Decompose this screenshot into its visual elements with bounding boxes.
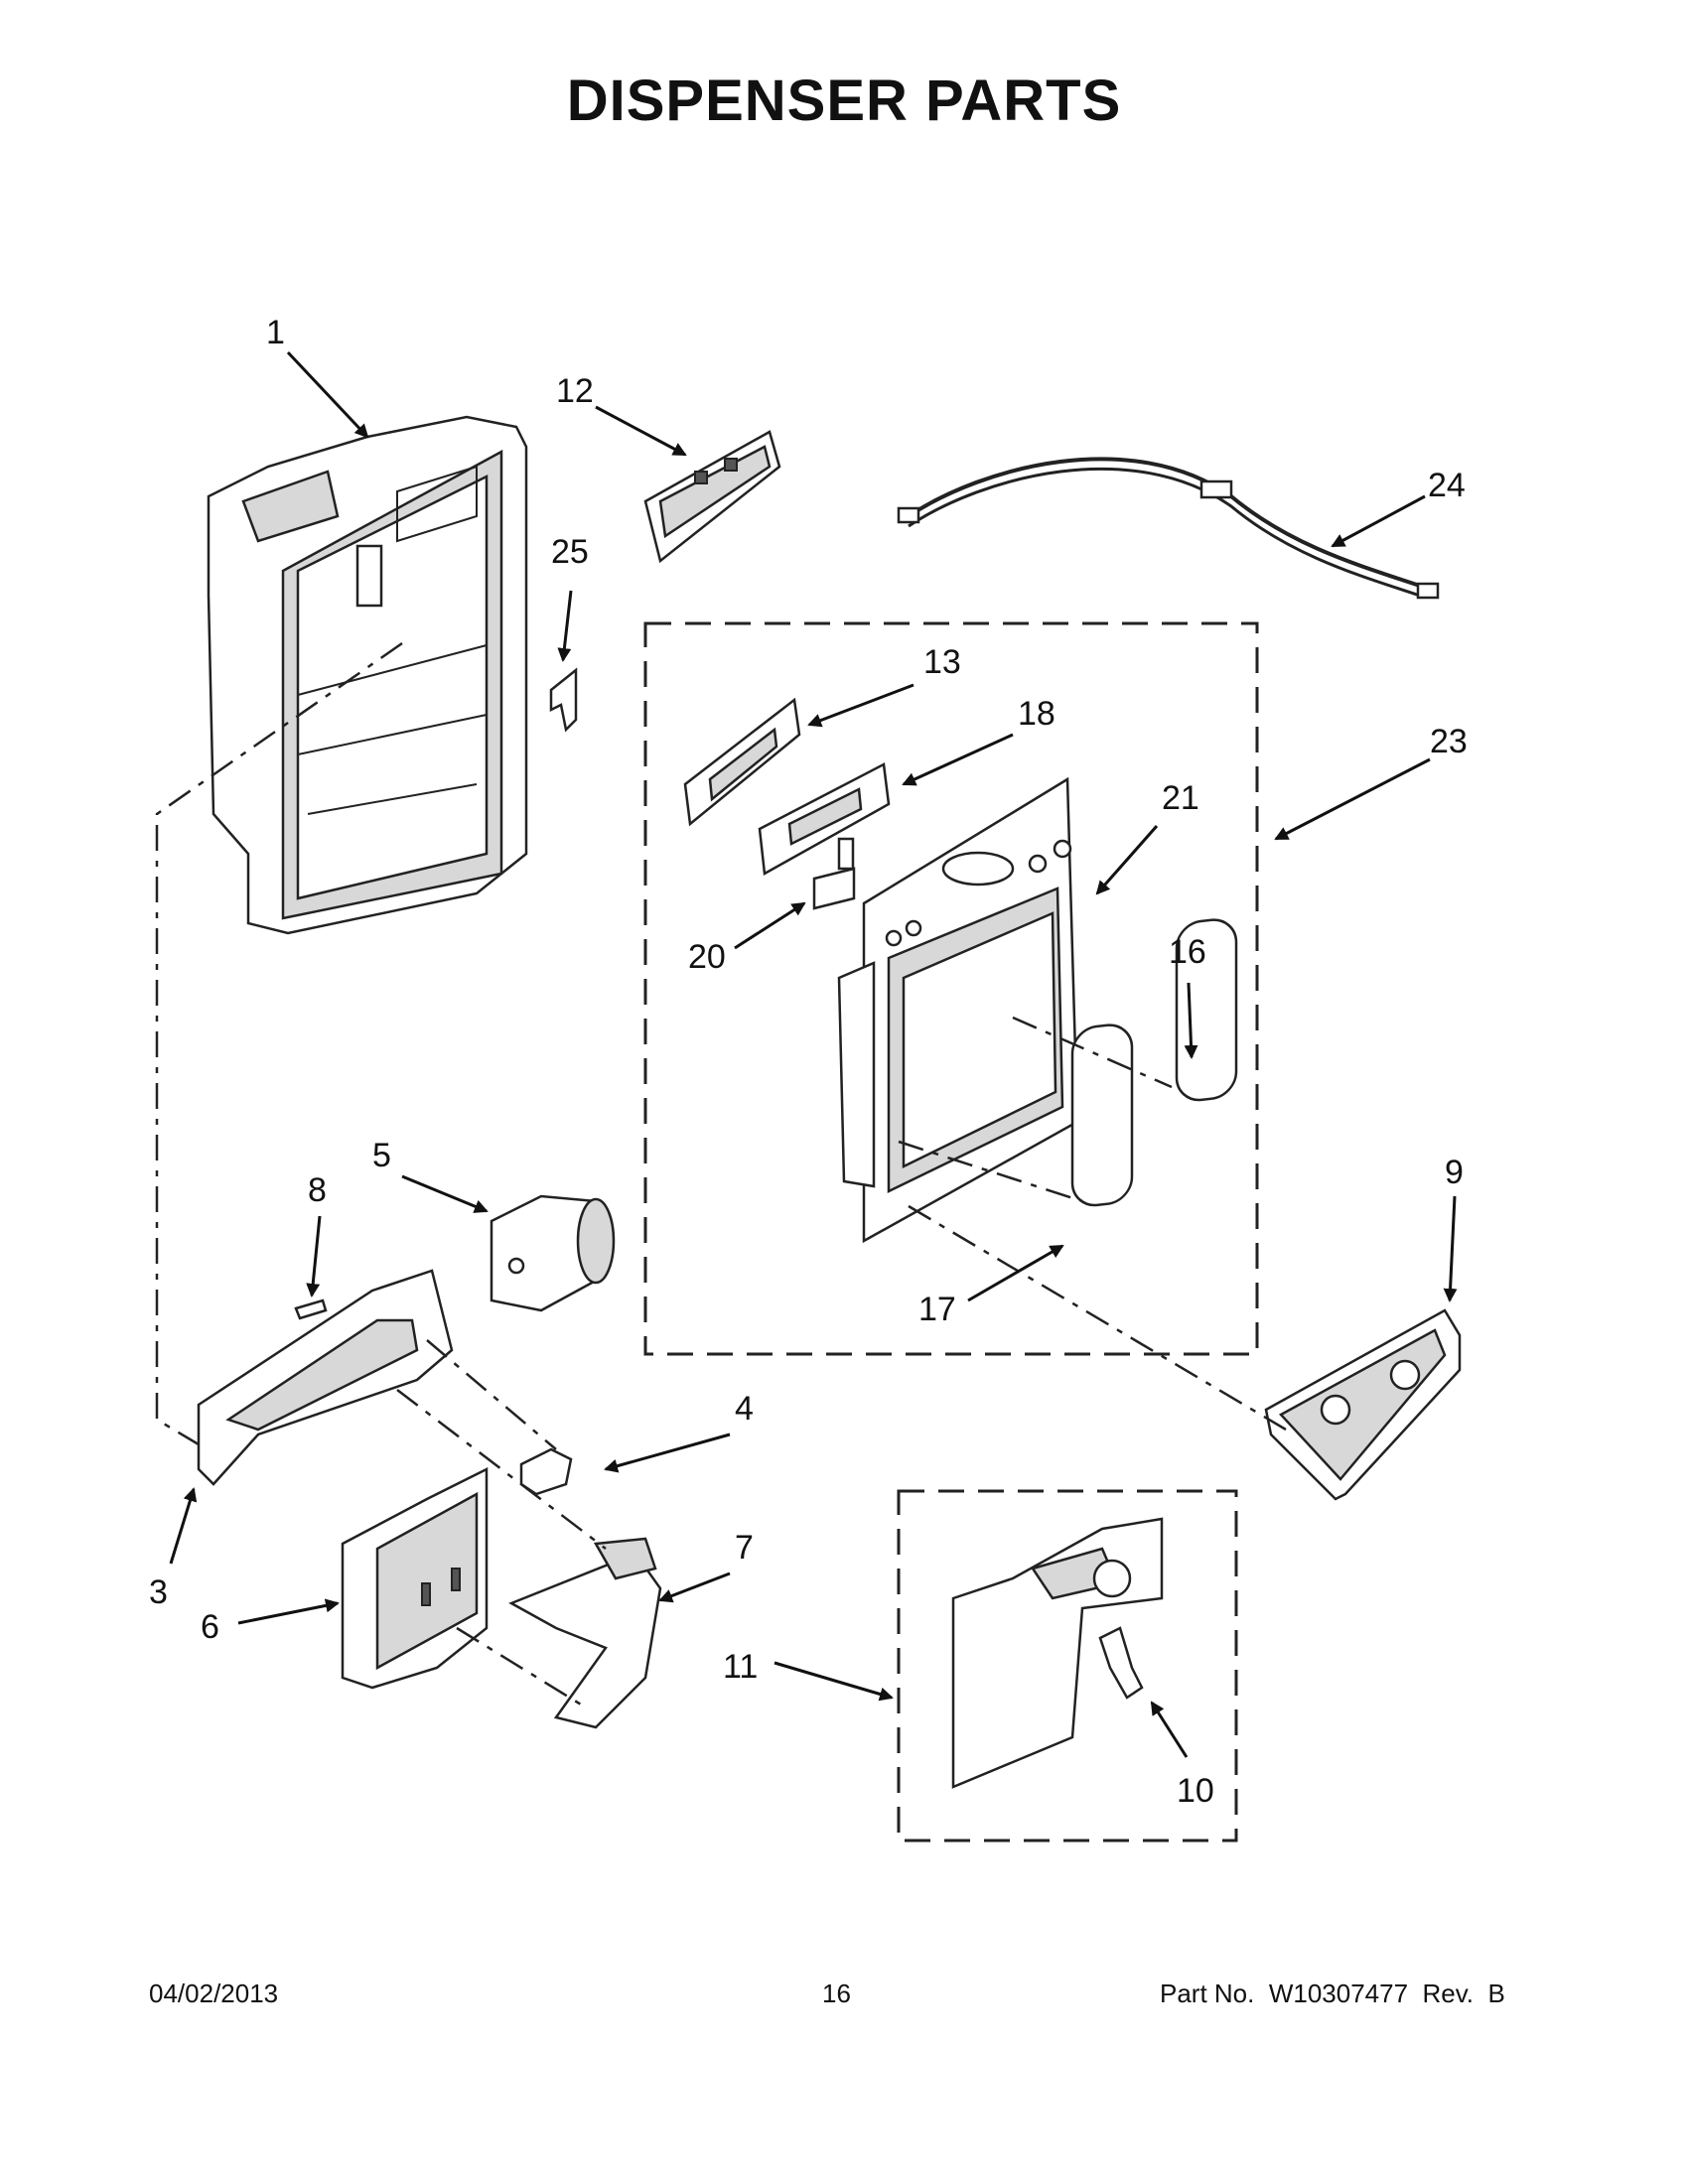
part-6-actuator-paddle [341, 1466, 489, 1690]
callout-1: 1 [266, 314, 285, 351]
part-24-wire-harness [897, 457, 1440, 600]
callout-23: 23 [1430, 723, 1468, 760]
footer-date: 04/02/2013 [149, 1979, 279, 2008]
alignment-line-frame-to-tray [908, 1204, 1287, 1432]
part-25-bracket [549, 667, 578, 733]
callout-9: 9 [1445, 1154, 1464, 1191]
part-10-fitting [1098, 1626, 1144, 1700]
part-13-bracket-plate [683, 697, 801, 827]
callout-5: 5 [372, 1137, 391, 1174]
funnel-assembly-group-box [897, 1489, 1238, 1843]
alignment-line-frame-to-pad-17 [898, 1140, 1083, 1203]
part-4-cam [519, 1447, 573, 1496]
callout-16: 16 [1169, 933, 1206, 971]
callout-24: 24 [1428, 467, 1466, 504]
callout-17: 17 [918, 1291, 956, 1328]
callout-11: 11 [723, 1648, 758, 1686]
callout-10: 10 [1177, 1772, 1214, 1810]
callout-25: 25 [551, 533, 589, 571]
page-title: DISPENSER PARTS [566, 68, 1122, 133]
callout-13: 13 [923, 643, 961, 681]
part-17-pad [1070, 1024, 1134, 1207]
part-11-funnel [951, 1517, 1164, 1789]
callout-leaders [169, 350, 1458, 1758]
part-12-control-board [643, 430, 781, 564]
footer-page-number: 16 [822, 1979, 851, 2008]
part-3-actuator-bracket [197, 1269, 454, 1486]
alignment-line-frame-to-pad-16 [1012, 1016, 1173, 1089]
part-5-motor [490, 1194, 616, 1312]
callout-20: 20 [688, 938, 726, 976]
callout-4: 4 [735, 1390, 754, 1428]
callout-7: 7 [735, 1529, 754, 1567]
part-1-dispenser-housing [207, 415, 528, 935]
alignment-line-paddle-to-lever [456, 1626, 587, 1709]
control-assembly-group-box [643, 621, 1259, 1356]
callout-21: 21 [1162, 779, 1199, 817]
footer-part-number: Part No. W10307477 Rev. B [1160, 1979, 1505, 2008]
callout-12: 12 [556, 372, 594, 410]
callout-6: 6 [201, 1608, 219, 1646]
callout-8: 8 [308, 1171, 327, 1209]
part-21-dispenser-frame [837, 776, 1079, 1244]
alignment-line-bracket-to-lever [396, 1389, 607, 1550]
part-9-drip-tray [1264, 1308, 1462, 1501]
part-20-switch [812, 837, 856, 910]
callout-18: 18 [1018, 695, 1055, 733]
part-18-switch-plate [758, 762, 891, 877]
callout-3: 3 [149, 1573, 168, 1611]
alignment-line-bracket-to-cam [426, 1339, 557, 1450]
part-7-dispenser-lever [508, 1537, 662, 1729]
part-8-screw [294, 1298, 328, 1320]
